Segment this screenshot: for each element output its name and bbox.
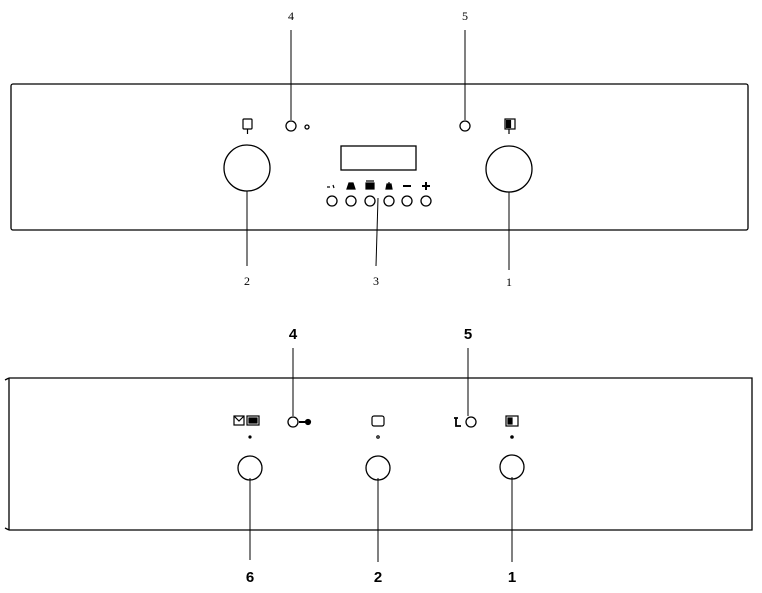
plus-icon (422, 182, 430, 190)
key-icon (299, 418, 312, 426)
timer-button-minus[interactable] (401, 195, 413, 207)
bottom-callout-labels: 4 5 6 2 1 (246, 326, 516, 586)
top-callout-4: 4 (288, 9, 294, 23)
top-indicator-lamp-4 (285, 120, 297, 132)
bottom-control-panel (4, 377, 753, 531)
bottom-callout-1: 1 (508, 569, 516, 586)
bottom-icons (233, 415, 519, 439)
bottom-middle-knob[interactable] (365, 455, 391, 481)
bottom-callout-2: 2 (374, 569, 382, 586)
bell-icon (365, 180, 375, 190)
key-icon (327, 184, 335, 189)
clock-icon (346, 182, 356, 190)
timer-button-plus[interactable] (420, 195, 432, 207)
top-callout-1: 1 (506, 275, 512, 289)
top-callout-3: 3 (373, 274, 379, 288)
top-callout-lines (246, 30, 510, 270)
timer-button-4[interactable] (383, 195, 395, 207)
bottom-left-knob[interactable] (237, 455, 263, 481)
oven-light-icon (242, 118, 253, 134)
top-panel-frame (10, 83, 749, 231)
top-control-panel (10, 83, 749, 231)
bottom-right-knob[interactable] (499, 454, 525, 480)
timer-button-2[interactable] (345, 195, 357, 207)
bottom-callout-5: 5 (464, 326, 472, 343)
timer-display (340, 145, 417, 171)
bottom-callout-4: 4 (289, 326, 298, 343)
envelope-grill-icon (233, 415, 260, 439)
timer-button-3[interactable] (364, 195, 376, 207)
top-callout-5: 5 (462, 9, 468, 23)
timer-button-1[interactable] (326, 195, 338, 207)
bottom-callout-6: 6 (246, 569, 254, 586)
bottom-callout-lines (249, 348, 513, 562)
function-icon (505, 415, 519, 439)
top-right-knob[interactable] (485, 145, 533, 193)
bottom-panel-frame (4, 377, 753, 531)
top-indicator-lamp-5 (459, 120, 471, 132)
clock-icon (454, 417, 461, 427)
function-icon (504, 118, 516, 134)
bottom-indicator-lamp-4 (287, 416, 299, 428)
bottom-indicator-lamp-5 (465, 416, 477, 428)
fan-icon (385, 182, 393, 190)
top-callout-2: 2 (244, 274, 250, 288)
top-indicator-dot-4 (304, 124, 310, 130)
top-icons (242, 118, 516, 190)
top-left-knob[interactable] (223, 144, 271, 192)
oven-icon (371, 415, 385, 439)
top-callout-labels: 4 5 2 3 1 (244, 9, 512, 289)
